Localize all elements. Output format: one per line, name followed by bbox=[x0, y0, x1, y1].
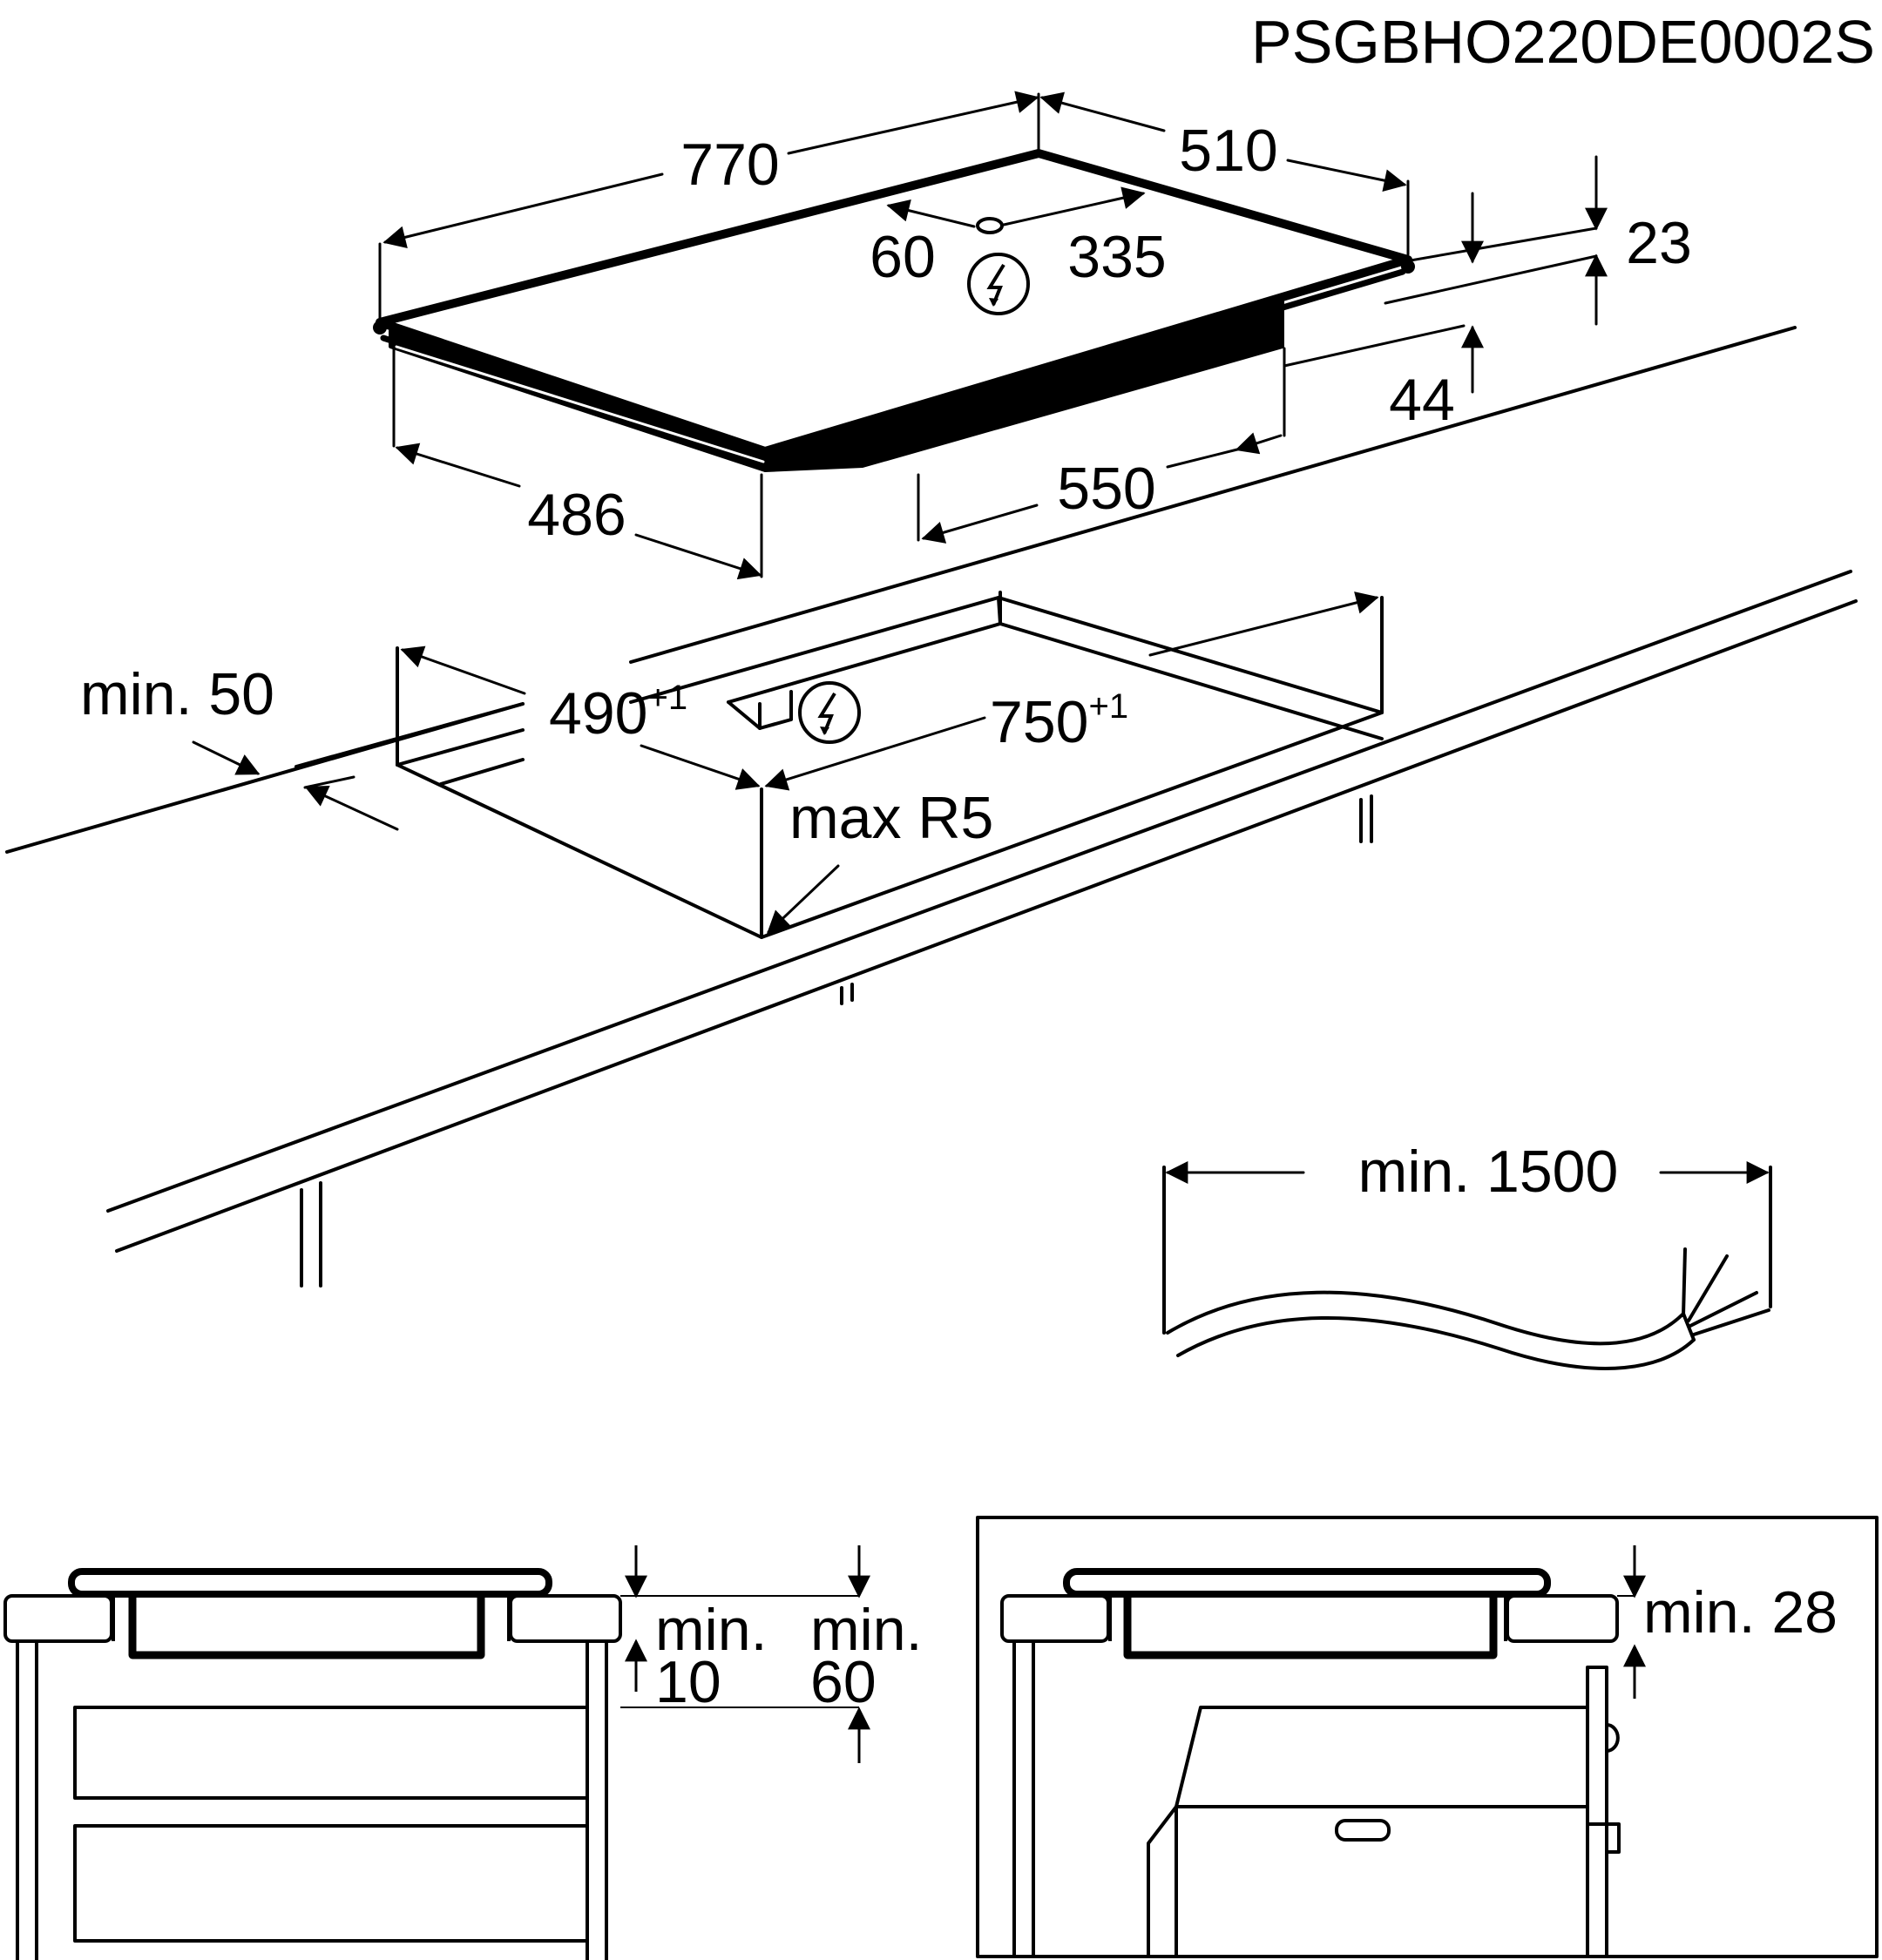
hob-drawing bbox=[373, 91, 1608, 580]
document-code: PSGBHO220DE0002S bbox=[1251, 8, 1875, 76]
section-drawer-min-b: min. bbox=[810, 1597, 922, 1663]
hob-depth-label: 510 bbox=[1179, 118, 1277, 184]
section-oven-label: min. 28 bbox=[1643, 1579, 1838, 1646]
supply-hole bbox=[976, 217, 1004, 234]
hob-glass-top bbox=[376, 149, 1412, 456]
supply-offset-right-label: 335 bbox=[1067, 224, 1166, 290]
cutout-width-value: 750 bbox=[990, 689, 1088, 755]
box-depth-label: 486 bbox=[527, 482, 626, 548]
cutout-outline bbox=[396, 596, 1384, 939]
hob-thickness-label: 23 bbox=[1626, 210, 1692, 276]
supply-offset-left-label: 60 bbox=[870, 224, 936, 290]
cable-length-label: min. 1500 bbox=[1358, 1139, 1619, 1205]
cutout-depth-value: 490 bbox=[549, 680, 647, 747]
electric-hazard-icon-cutout bbox=[798, 681, 861, 744]
cutout-depth-label: 490+1 bbox=[549, 679, 687, 747]
hob-glass-edge bbox=[380, 268, 1406, 465]
cable-line-bottom bbox=[1176, 1316, 1696, 1370]
cutout-width-label: 750+1 bbox=[990, 687, 1128, 755]
section-drawer-value-b: 60 bbox=[810, 1649, 877, 1715]
section-oven-body bbox=[1175, 1706, 1589, 1958]
electric-hazard-icon bbox=[967, 253, 1030, 315]
box-width-label: 550 bbox=[1057, 456, 1155, 522]
cable-line-top bbox=[1166, 1290, 1685, 1346]
section-drawer-hob-glass bbox=[68, 1568, 552, 1598]
section-drawer-value-a: 10 bbox=[655, 1649, 721, 1715]
worktop-drawing bbox=[5, 326, 1858, 1288]
min-front-distance-label: min. 50 bbox=[80, 661, 274, 727]
section-drawer-min-a: min. bbox=[655, 1597, 767, 1663]
cable-drawing bbox=[1162, 1161, 1772, 1370]
cutout-depth-tolerance: +1 bbox=[647, 679, 687, 717]
box-height-label: 44 bbox=[1389, 367, 1455, 433]
corner-radius-label: max R5 bbox=[789, 785, 993, 851]
section-drawer-drawing bbox=[3, 1545, 870, 1960]
cutout-width-tolerance: +1 bbox=[1088, 687, 1128, 726]
section-oven-drawing bbox=[976, 1516, 1879, 1958]
hob-width-label: 770 bbox=[680, 132, 779, 198]
